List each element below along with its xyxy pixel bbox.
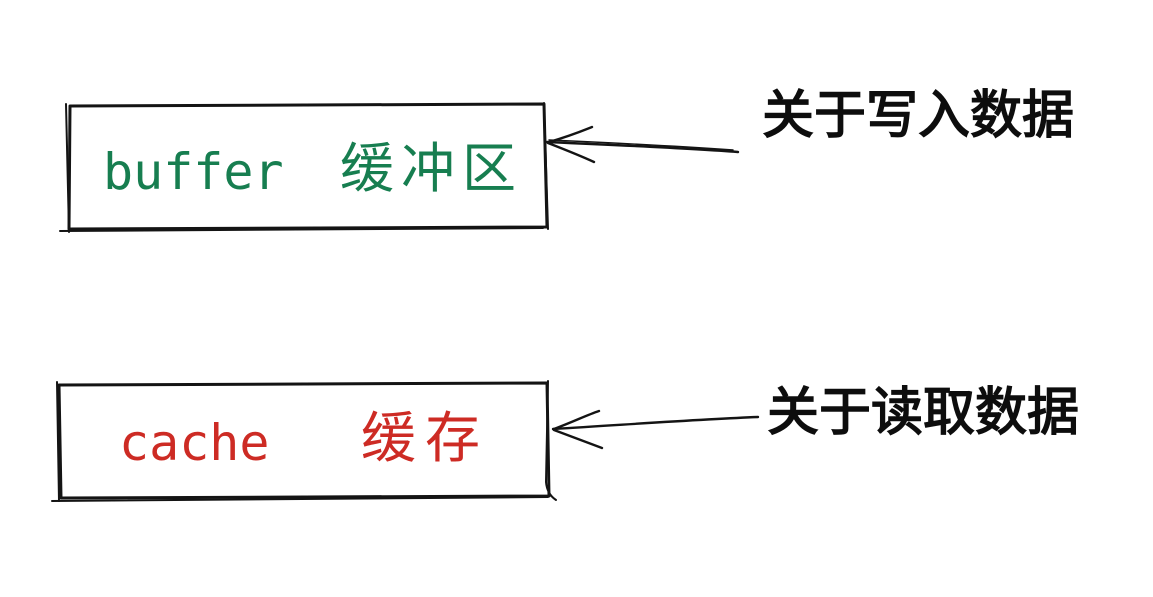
cache-annotation: 关于读取数据 [767,384,1080,442]
buffer-label-cn: 缓冲区 [340,139,523,199]
buffer-box-outline [59,102,549,233]
cache-label-cn: 缓存 [361,407,490,469]
buffer-annotation: 关于写入数据 [762,87,1075,145]
cache-box-outline [51,380,557,502]
cache-label-en: cache [119,414,270,472]
buffer-arrow [545,125,740,164]
cache-arrow [551,409,760,450]
buffer-label-en: buffer [103,143,284,201]
